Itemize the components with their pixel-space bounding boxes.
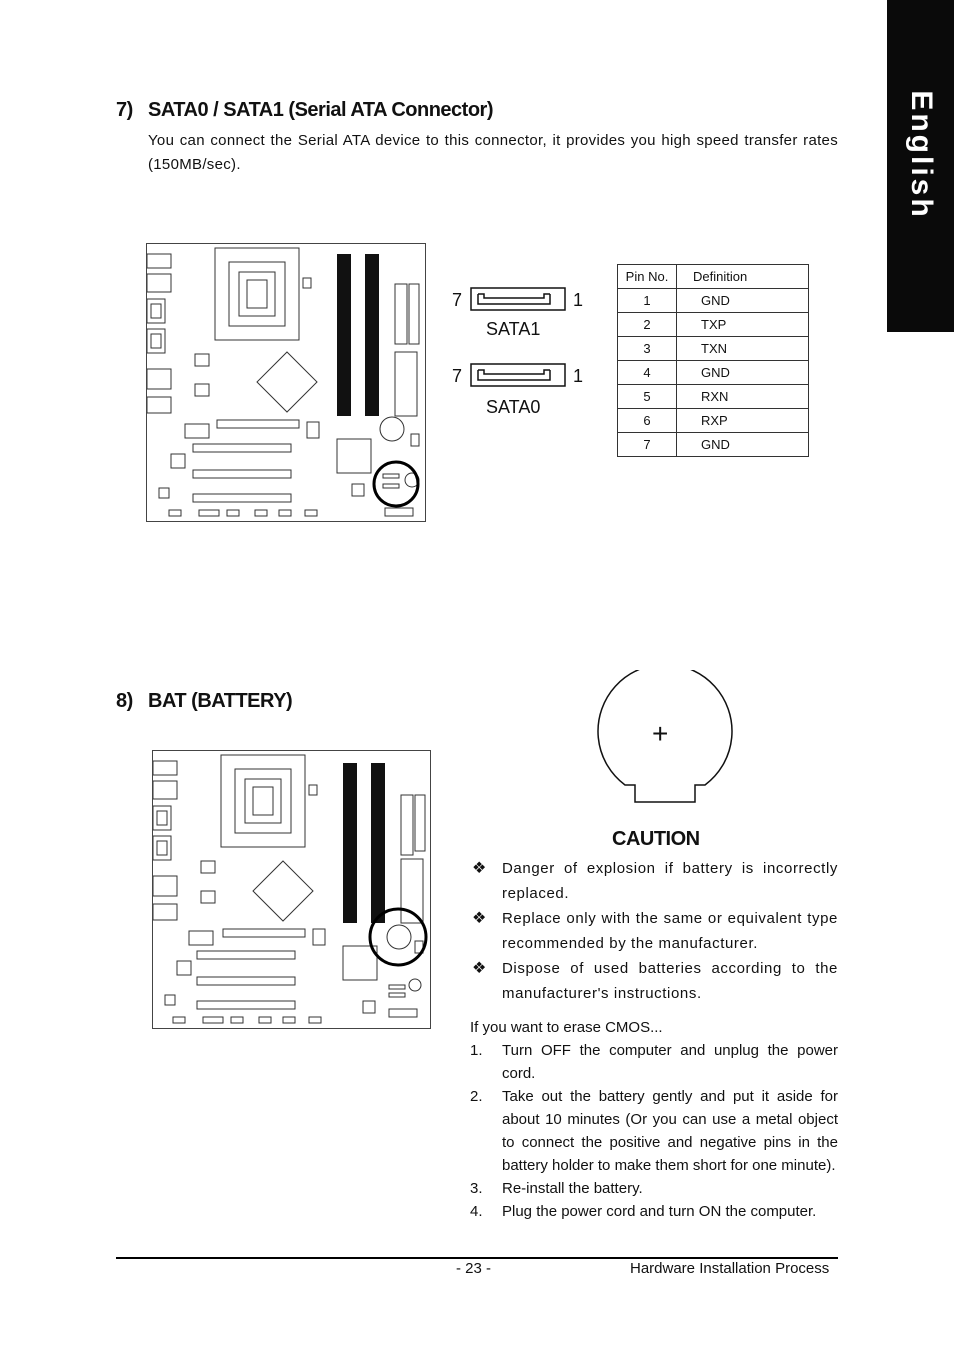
caution-title: CAUTION (612, 828, 700, 850)
sata1-label: SATA1 (486, 319, 541, 339)
sata0-connector-icon (470, 363, 566, 387)
sata0-label: SATA0 (486, 397, 541, 417)
pin-number: 3 (617, 336, 677, 361)
step-number: 1. (470, 1042, 483, 1059)
battery-holder-illustration (597, 670, 733, 803)
step-number: 2. (470, 1088, 483, 1105)
motherboard-drawing (146, 247, 420, 517)
caution-item-text: Danger of explosion if battery is incorr… (502, 860, 838, 902)
step-text: Turn OFF the computer and unplug the pow… (502, 1042, 838, 1082)
pin-definition: GND (676, 432, 809, 457)
section-8-title: BAT (BATTERY) (148, 690, 293, 712)
pin-definition: RXN (676, 384, 809, 409)
step-number: 4. (470, 1203, 483, 1220)
list-item: 1. Turn OFF the computer and unplug the … (470, 1039, 838, 1085)
sata-highlight-circle (372, 460, 420, 508)
pin-definition: GND (676, 360, 809, 385)
footer-divider (116, 1257, 838, 1259)
section-7-title: SATA0 / SATA1 (Serial ATA Connector) (148, 99, 494, 121)
motherboard-drawing (152, 754, 428, 1024)
battery-plus-symbol: + (652, 718, 669, 749)
step-text: Plug the power cord and turn ON the comp… (502, 1203, 817, 1220)
pin-number: 6 (617, 408, 677, 433)
definition-header: Definition (676, 264, 809, 289)
sata1-pin-right: 1 (573, 290, 584, 310)
diamond-bullet-icon: ❖ (472, 860, 487, 877)
caution-item-text: Replace only with the same or equivalent… (502, 910, 838, 952)
step-text: Take out the battery gently and put it a… (502, 1088, 838, 1174)
pin-number: 2 (617, 312, 677, 337)
section-7-description: You can connect the Serial ATA device to… (148, 132, 838, 173)
pin-definition: TXP (676, 312, 809, 337)
motherboard-diagram-battery (152, 750, 431, 1029)
footer-section-title: Hardware Installation Process (630, 1260, 830, 1277)
section-7-number: 7) (116, 99, 133, 121)
sata0-pin-left: 7 (452, 366, 463, 386)
pin-number: 5 (617, 384, 677, 409)
page-number: - 23 - (456, 1260, 492, 1277)
battery-highlight-circle (368, 907, 428, 967)
sata1-pin-left: 7 (452, 290, 463, 310)
pin-definition: GND (676, 288, 809, 313)
language-tab: English (887, 0, 954, 332)
erase-cmos-instructions: If you want to erase CMOS... 1. Turn OFF… (470, 1016, 838, 1223)
step-number: 3. (470, 1180, 483, 1197)
diamond-bullet-icon: ❖ (472, 910, 487, 927)
list-item: 4. Plug the power cord and turn ON the c… (470, 1200, 838, 1223)
diamond-bullet-icon: ❖ (472, 960, 487, 977)
pin-definition: TXN (676, 336, 809, 361)
list-item: 2. Take out the battery gently and put i… (470, 1085, 838, 1177)
pin-number: 4 (617, 360, 677, 385)
erase-cmos-intro: If you want to erase CMOS... (470, 1019, 663, 1036)
sata0-pin-right: 1 (573, 366, 584, 386)
section-8-number: 8) (116, 690, 133, 712)
sata1-connector-icon (470, 287, 566, 311)
pin-number: 1 (617, 288, 677, 313)
pin-definition: RXP (676, 408, 809, 433)
list-item: 3. Re-install the battery. (470, 1177, 838, 1200)
table-header-row: Pin No. Definition (617, 264, 809, 289)
caution-item-text: Dispose of used batteries according to t… (502, 960, 838, 1002)
language-label: English (904, 90, 938, 220)
step-text: Re-install the battery. (502, 1180, 643, 1197)
pin-number: 7 (617, 432, 677, 457)
motherboard-diagram-sata (146, 243, 426, 522)
pin-no-header: Pin No. (617, 264, 677, 289)
